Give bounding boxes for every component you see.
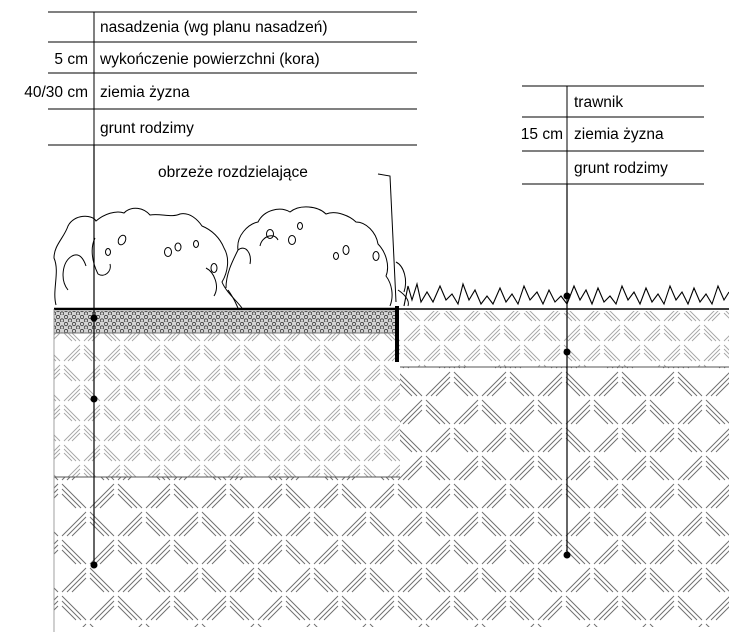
right-marker-lawn	[563, 292, 571, 300]
separating-edging: obrzeże rozdzielające	[158, 164, 399, 362]
left-row-thickness-3: 40/30 cm	[24, 84, 88, 101]
left-row-label-1: nasadzenia (wg planu nasadzeń)	[100, 19, 328, 36]
shrub-left	[53, 207, 243, 309]
right-row-label-1: trawnik	[574, 94, 623, 111]
left-marker-native	[90, 561, 98, 569]
native-soil-left	[54, 477, 400, 627]
left-row-label-2: wykończenie powierzchni (kora)	[99, 51, 320, 68]
right-marker-native	[563, 551, 571, 559]
native-soil-right	[400, 367, 729, 627]
left-layer-legend: nasadzenia (wg planu nasadzeń) 5 cm wyko…	[24, 11, 417, 146]
left-marker-fertile	[90, 395, 98, 403]
left-row-thickness-2: 5 cm	[54, 51, 88, 68]
edging-label: obrzeże rozdzielające	[158, 164, 308, 181]
soil-layers	[53, 307, 729, 632]
right-row-thickness-2: 15 cm	[521, 126, 563, 143]
right-leader	[563, 184, 571, 559]
shrub-right	[225, 206, 409, 309]
fertile-soil-left	[54, 333, 400, 477]
right-layer-legend: trawnik 15 cm ziemia żyzna grunt rodzimy	[521, 85, 704, 185]
right-row-label-3: grunt rodzimy	[574, 160, 668, 177]
right-marker-fertile	[563, 348, 571, 356]
left-row-label-3: ziemia żyzna	[100, 84, 190, 101]
fertile-soil-right	[400, 311, 729, 367]
edging-leader-line	[377, 173, 397, 303]
left-leader	[90, 145, 98, 569]
bark-mulch-layer	[54, 311, 396, 333]
right-row-label-2: ziemia żyzna	[574, 126, 664, 143]
lawn-grass	[403, 281, 729, 307]
left-row-label-4: grunt rodzimy	[100, 120, 194, 137]
left-marker-mulch	[90, 314, 98, 322]
